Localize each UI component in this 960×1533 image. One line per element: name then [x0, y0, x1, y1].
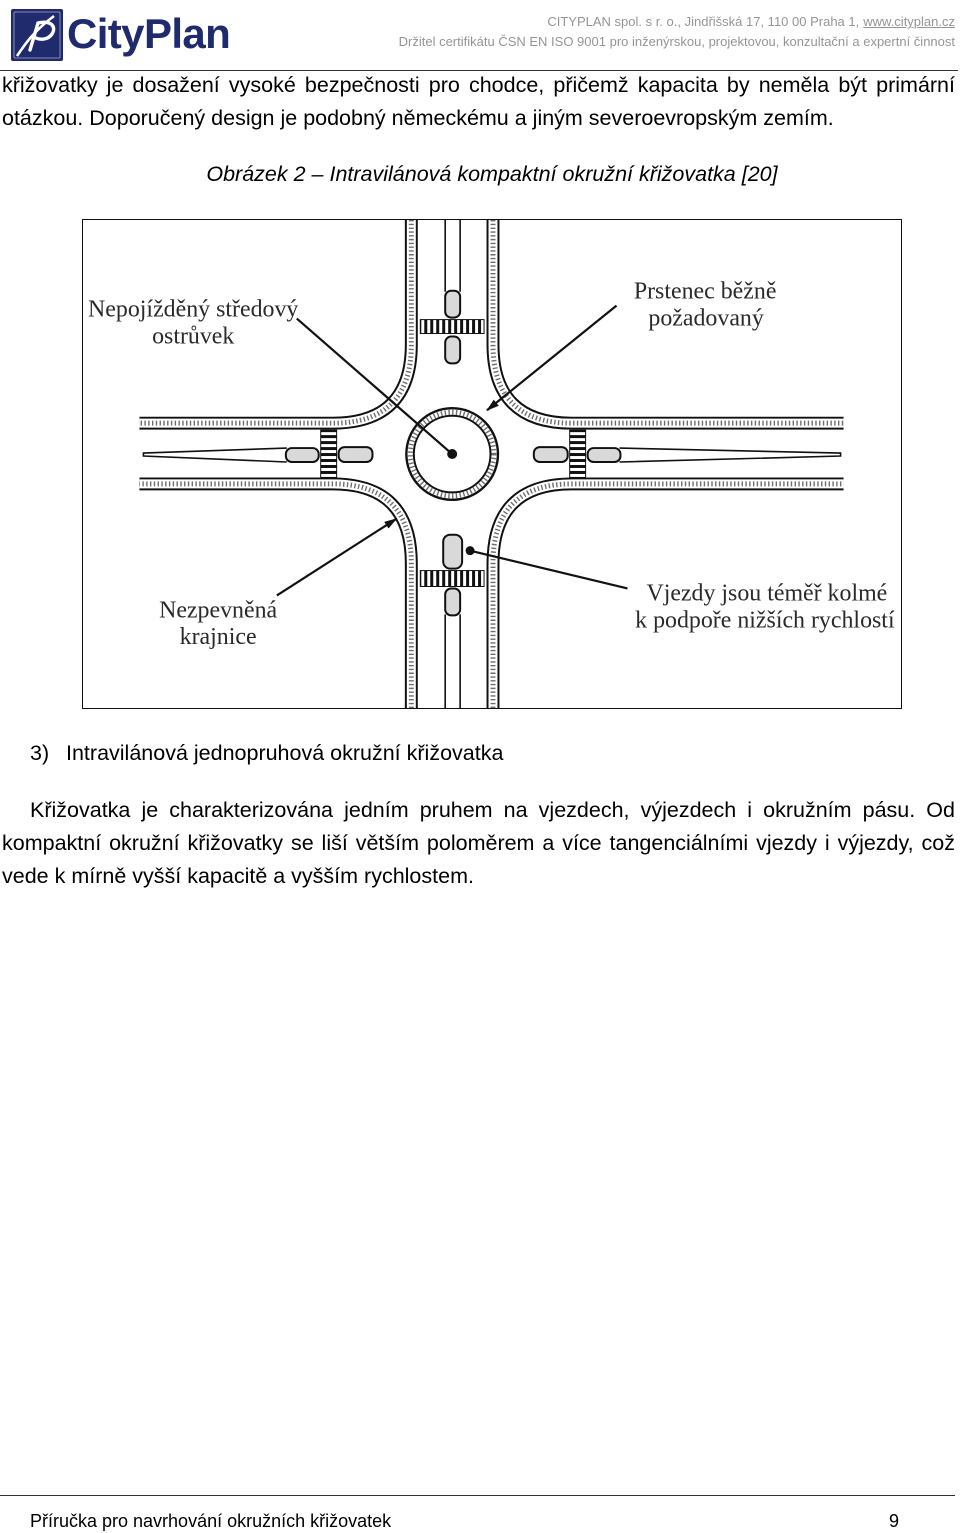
label-shoulder-line2: krajnice: [180, 624, 257, 650]
median-top: [444, 220, 461, 292]
certificate-line: Držitel certifikátu ČSN EN ISO 9001 pro …: [398, 34, 955, 49]
cityplan-logo-icon: [11, 9, 63, 61]
label-ring-line1: Prstenec běžně: [634, 279, 777, 305]
curb-bottom-left-fill: [139, 484, 411, 708]
leader-central-island: [296, 317, 453, 455]
leader-ring: [486, 304, 618, 412]
roundabout-diagram: Nepojížděný středový ostrůvek Prstenec b…: [88, 220, 895, 708]
leader-dot-central-island: [447, 449, 458, 460]
section-heading: 3) Intravilánová jednopruhová okružní kři…: [30, 737, 503, 770]
intro-paragraph: křižovatky je dosažení vysoké bezpečnost…: [2, 73, 955, 130]
crosswalk-left: [320, 429, 338, 479]
crosswalk-top: [419, 319, 485, 335]
splitter-island-bottom-inner: [442, 533, 464, 570]
splitter-islands: [284, 289, 622, 617]
page-number: 9: [889, 1511, 900, 1531]
median-bottom: [444, 614, 461, 708]
company-address: CITYPLAN spol. s r. o., Jindřišská 17, 1…: [547, 14, 860, 29]
splitter-island-right-outer: [586, 447, 622, 464]
label-central-island-line2: ostrůvek: [152, 323, 234, 349]
label-entries-line1: Vjezdy jsou téměř kolmé: [646, 580, 887, 606]
cityplan-logo-text: CityPlan: [67, 10, 231, 57]
curb-bottom-left: [139, 484, 411, 708]
median-lines: [142, 220, 842, 708]
label-shoulder-line1: Nezpevněná: [159, 597, 277, 623]
label-entries-line2: k podpoře nižších rychlostí: [635, 607, 895, 633]
footer-document-title: Příručka pro navrhování okružních křižov…: [30, 1511, 392, 1531]
figure-box: Nepojížděný středový ostrůvek Prstenec b…: [82, 219, 902, 709]
splitter-island-bottom-outer: [444, 587, 462, 617]
median-right: [619, 447, 842, 463]
header-divider: [0, 70, 958, 71]
website-link[interactable]: www.cityplan.cz: [863, 14, 955, 29]
splitter-island-left-outer: [284, 447, 320, 464]
splitter-island-right-inner: [532, 446, 569, 464]
splitter-island-top-inner: [444, 335, 462, 365]
crosswalks: [320, 319, 587, 587]
section-number: 3): [30, 741, 50, 765]
median-left: [142, 447, 287, 463]
splitter-island-top-outer: [444, 289, 462, 319]
leader-lines: [276, 304, 628, 597]
label-central-island-line1: Nepojížděný středový: [88, 297, 298, 323]
splitter-island-left-inner: [337, 446, 374, 464]
central-island-apron: [407, 409, 497, 499]
footer-divider: [0, 1495, 955, 1496]
label-ring-line2: požadovaný: [648, 306, 763, 332]
crosswalk-right: [569, 429, 587, 479]
leader-entries: [469, 549, 628, 590]
crosswalk-bottom: [419, 570, 485, 587]
section-paragraph: Křižovatka je charakterizována jedním pr…: [2, 798, 955, 888]
diagram-labels: Nepojížděný středový ostrůvek Prstenec b…: [88, 279, 895, 651]
leader-shoulder: [276, 517, 398, 597]
leader-dot-entries: [465, 546, 475, 556]
section-title: Intravilánová jednopruhová okružní křižo…: [66, 741, 504, 765]
company-address-line: CITYPLAN spol. s r. o., Jindřišská 17, 1…: [547, 12, 955, 32]
figure-caption: Obrázek 2 – Intravilánová kompaktní okru…: [206, 162, 778, 186]
curb-bottom-left-hatch: [139, 484, 411, 708]
